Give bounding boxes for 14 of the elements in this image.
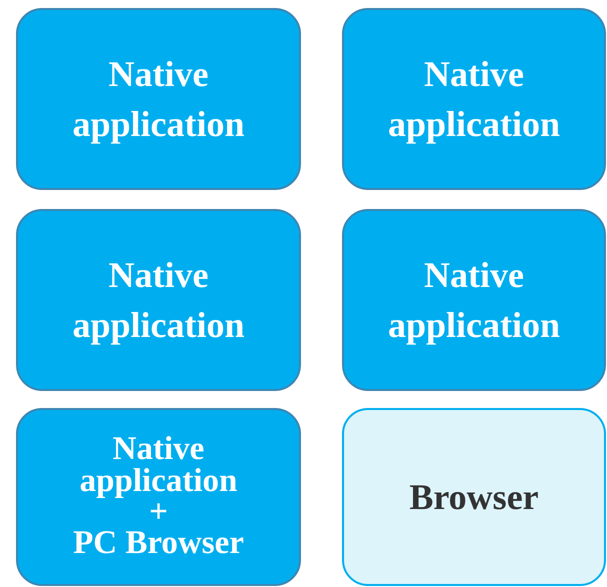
rounded-box [16, 408, 301, 586]
rounded-box [342, 8, 606, 190]
rounded-box [342, 408, 606, 586]
box-label: Native application [71, 254, 246, 347]
box-label: PC Browser [72, 528, 245, 560]
rounded-box [16, 209, 301, 391]
rounded-box [342, 209, 606, 391]
box-label: Native application [71, 52, 246, 146]
box-label: Browser [408, 476, 540, 519]
box-label: + [149, 497, 168, 528]
rounded-box [16, 8, 301, 190]
box-label: Native application [78, 434, 238, 497]
box-label: Native application [386, 52, 562, 146]
box-label: Native application [386, 254, 562, 347]
